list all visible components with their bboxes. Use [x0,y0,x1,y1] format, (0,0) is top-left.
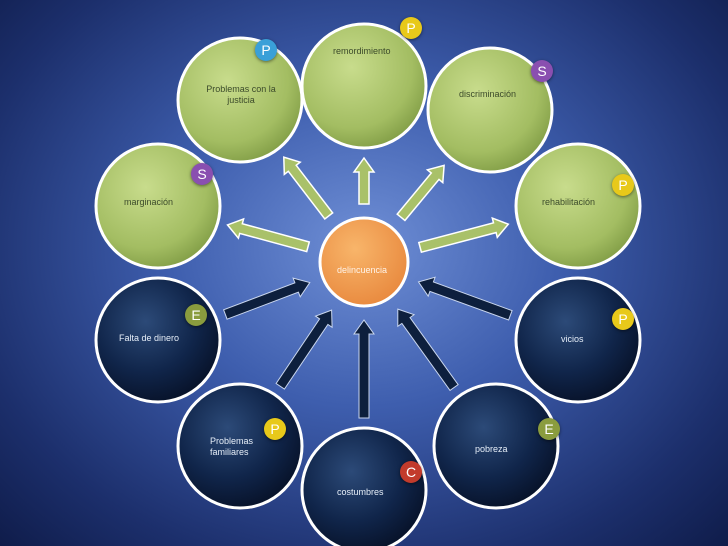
badge-discriminacion: S [531,60,553,82]
node-label-marginacion: marginación [124,197,174,207]
badge-rehabilitacion: P [612,174,634,196]
node-vicios [514,276,642,404]
nodes-layer [94,22,642,546]
arrow-vicios [417,276,513,321]
node-label-problemas-justicia: Problemas con la justicia [206,84,276,105]
badge-costumbres: C [400,461,422,483]
node-label-remordimiento: remordimiento [333,46,391,56]
node-pobreza [432,382,560,510]
arrow-pobreza [397,308,459,392]
node-label-falta-de-dinero: Falta de dinero [119,333,180,343]
badge-falta-de-dinero: E [185,304,207,326]
arrow-problemas-justicia [283,156,334,221]
badge-problemas-familiares: P [264,418,286,440]
node-discriminacion [426,46,554,174]
badge-remordimiento: P [400,17,422,39]
arrow-falta-de-dinero [222,277,311,320]
node-remordimiento [300,22,428,150]
badge-marginacion: S [191,163,213,185]
arrow-marginacion [226,217,311,253]
arrows-layer [222,156,513,419]
badge-vicios: P [612,308,634,330]
node-label-discriminacion: discriminación [459,89,517,99]
arrow-remordimiento [352,156,376,205]
node-costumbres [300,426,428,546]
node-marginacion [94,142,222,270]
node-label-costumbres: costumbres [337,487,384,497]
node-rehabilitacion [514,142,642,270]
node-label-vicios: vicios [561,334,584,344]
node-problemas-familiares [176,382,304,510]
badge-pobreza: E [538,418,560,440]
node-problemas-justicia [176,36,304,164]
node-label-problemas-familiares: Problemas familiares [210,436,254,457]
arrow-rehabilitacion [417,216,510,254]
arrow-costumbres [353,319,375,419]
arrow-discriminacion [396,164,445,222]
center-label: delincuencia [337,265,388,275]
node-label-pobreza: pobreza [475,444,508,454]
badge-problemas-justicia: P [255,39,277,61]
arrow-problemas-familiares [275,309,333,390]
node-label-rehabilitacion: rehabilitación [542,197,596,207]
center-node [318,216,410,308]
